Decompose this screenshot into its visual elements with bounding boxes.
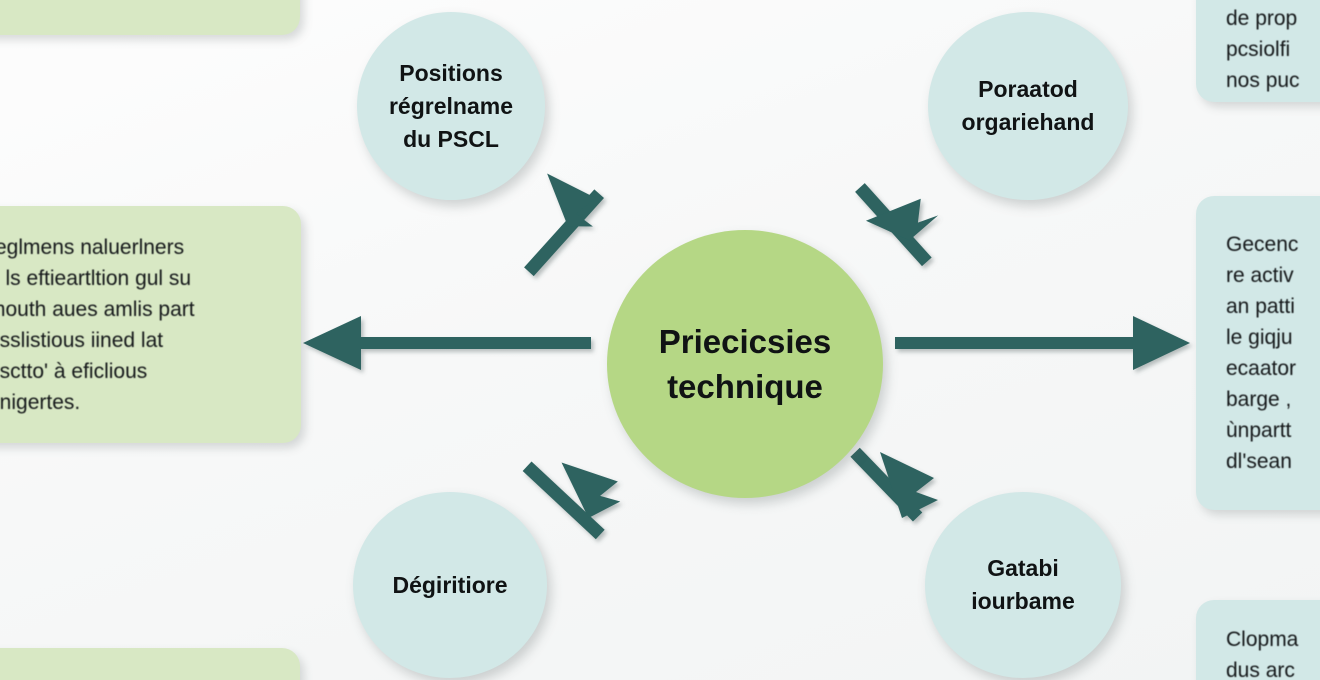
center-node-label: Priecicsies technique — [658, 323, 832, 405]
arrow-top-right — [855, 183, 939, 267]
note-left-top-partial — [0, 0, 300, 35]
node-label: Positions régrelname du PSCL — [388, 59, 513, 152]
node-positions-regrelname-du-pscl[interactable]: Positions régrelname du PSCL — [357, 12, 545, 200]
node-poraatod-orgariehand[interactable]: Poraatod orgariehand — [928, 12, 1128, 200]
arrow-right — [895, 316, 1190, 370]
node-label: Dégiritiore — [392, 571, 508, 598]
note-right-main-text: Gecenc re activ an patti le giqju ecaato… — [1226, 233, 1299, 473]
arrow-bottom-left — [522, 461, 621, 540]
node-center-priecicsies-technique[interactable]: Priecicsies technique — [607, 230, 883, 498]
arrow-top-left — [524, 173, 604, 277]
note-right-main: Gecenc re activ an patti le giqju ecaato… — [1196, 196, 1320, 510]
note-left-main: reglmens naluerlners e ls eftieartltion … — [0, 206, 301, 443]
note-right-top-partial: de prop pcsiolfi nos puc — [1196, 0, 1320, 102]
node-gatabi-iourbame[interactable]: Gatabi iourbame — [925, 492, 1121, 678]
arrow-left — [303, 316, 591, 370]
node-label: Poraatod orgariehand — [961, 76, 1095, 135]
node-degiritiore[interactable]: Dégiritiore — [353, 492, 547, 678]
note-left-main-text: reglmens naluerlners e ls eftieartltion … — [0, 235, 195, 414]
note-left-bottom-partial — [0, 648, 300, 680]
note-right-top-partial-text: de prop pcsiolfi nos puc — [1226, 7, 1300, 92]
node-label: Gatabi iourbame — [971, 555, 1075, 614]
arrow-bottom-right — [850, 447, 938, 522]
note-right-bottom-partial-text: Clopma dus arc — [1226, 628, 1299, 680]
note-right-bottom-partial: Clopma dus arc — [1196, 600, 1320, 680]
